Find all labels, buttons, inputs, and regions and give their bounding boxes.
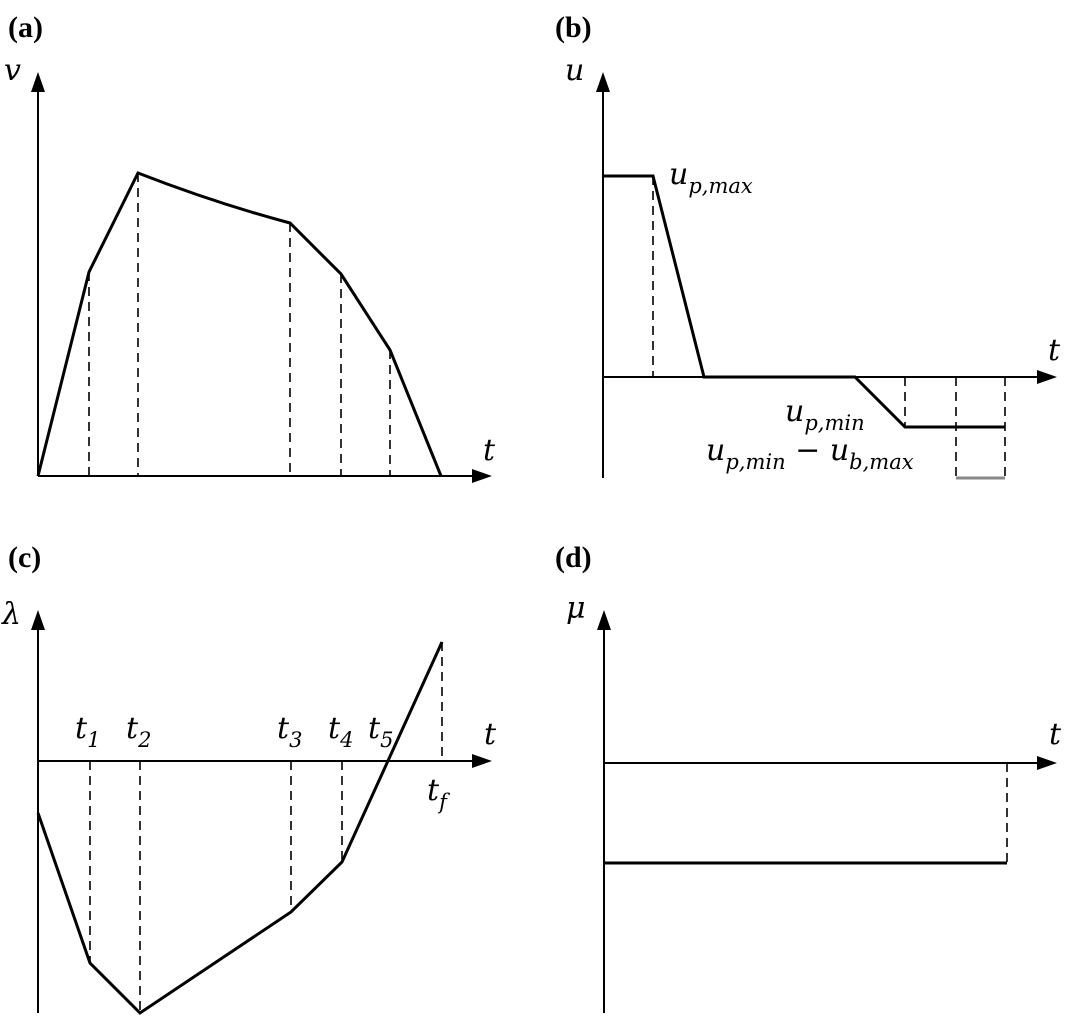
panel-c-label-tf: tf	[427, 773, 450, 814]
panel-a-x-axis-label: t	[483, 433, 496, 468]
panel-c-costate-curve	[36, 641, 444, 1015]
panel-d-label: (d)	[555, 541, 592, 574]
panel-c-y-axis-label: λ	[1, 597, 21, 632]
panel-a-x-arrow-icon	[472, 469, 492, 483]
panel-a: (a) v t	[4, 11, 496, 483]
panel-c-label-t3: t3	[277, 711, 302, 752]
panel-a-y-axis-label: v	[4, 53, 21, 88]
panel-b-x-axis-label: t	[1048, 333, 1061, 368]
panel-d: (d) μ t	[555, 541, 1062, 1013]
panel-c-label-t1: t1	[75, 711, 100, 752]
panel-c-label-t4: t4	[328, 711, 353, 752]
panel-c-x-axis-label: t	[484, 717, 497, 752]
panel-d-y-axis-label: μ	[566, 591, 586, 626]
panel-a-label: (a)	[8, 11, 43, 44]
panel-b-label: (b)	[555, 11, 592, 44]
panel-c-y-arrow-icon	[31, 610, 45, 630]
panel-b-y-axis-label: u	[565, 53, 584, 88]
panel-c-label-t5: t5	[368, 711, 393, 752]
panel-c-label: (c)	[8, 541, 41, 574]
panel-c: (c) λ t t1 t2 t3 t4 t5 tf	[1, 541, 497, 1015]
panel-b-control-curve	[603, 174, 1005, 429]
panel-b-y-arrow-icon	[596, 72, 610, 92]
panel-d-y-arrow-icon	[597, 610, 611, 630]
panel-b-label-upmin: up,min	[785, 394, 865, 435]
panel-b-x-arrow-icon	[1037, 370, 1057, 384]
panel-a-velocity-curve	[36, 171, 443, 477]
panel-a-y-arrow-icon	[31, 72, 45, 92]
panel-d-x-arrow-icon	[1037, 756, 1057, 770]
panel-d-x-axis-label: t	[1049, 717, 1062, 752]
panel-c-x-arrow-icon	[472, 754, 492, 768]
panel-b-label-upmin-minus-ubmax: up,min − ub,max	[706, 433, 914, 474]
panel-b-label-upmax: up,max	[669, 157, 753, 198]
panel-c-label-t2: t2	[126, 711, 151, 752]
panel-b: (b) u t up,max up,min up,min − ub,max	[555, 11, 1061, 480]
